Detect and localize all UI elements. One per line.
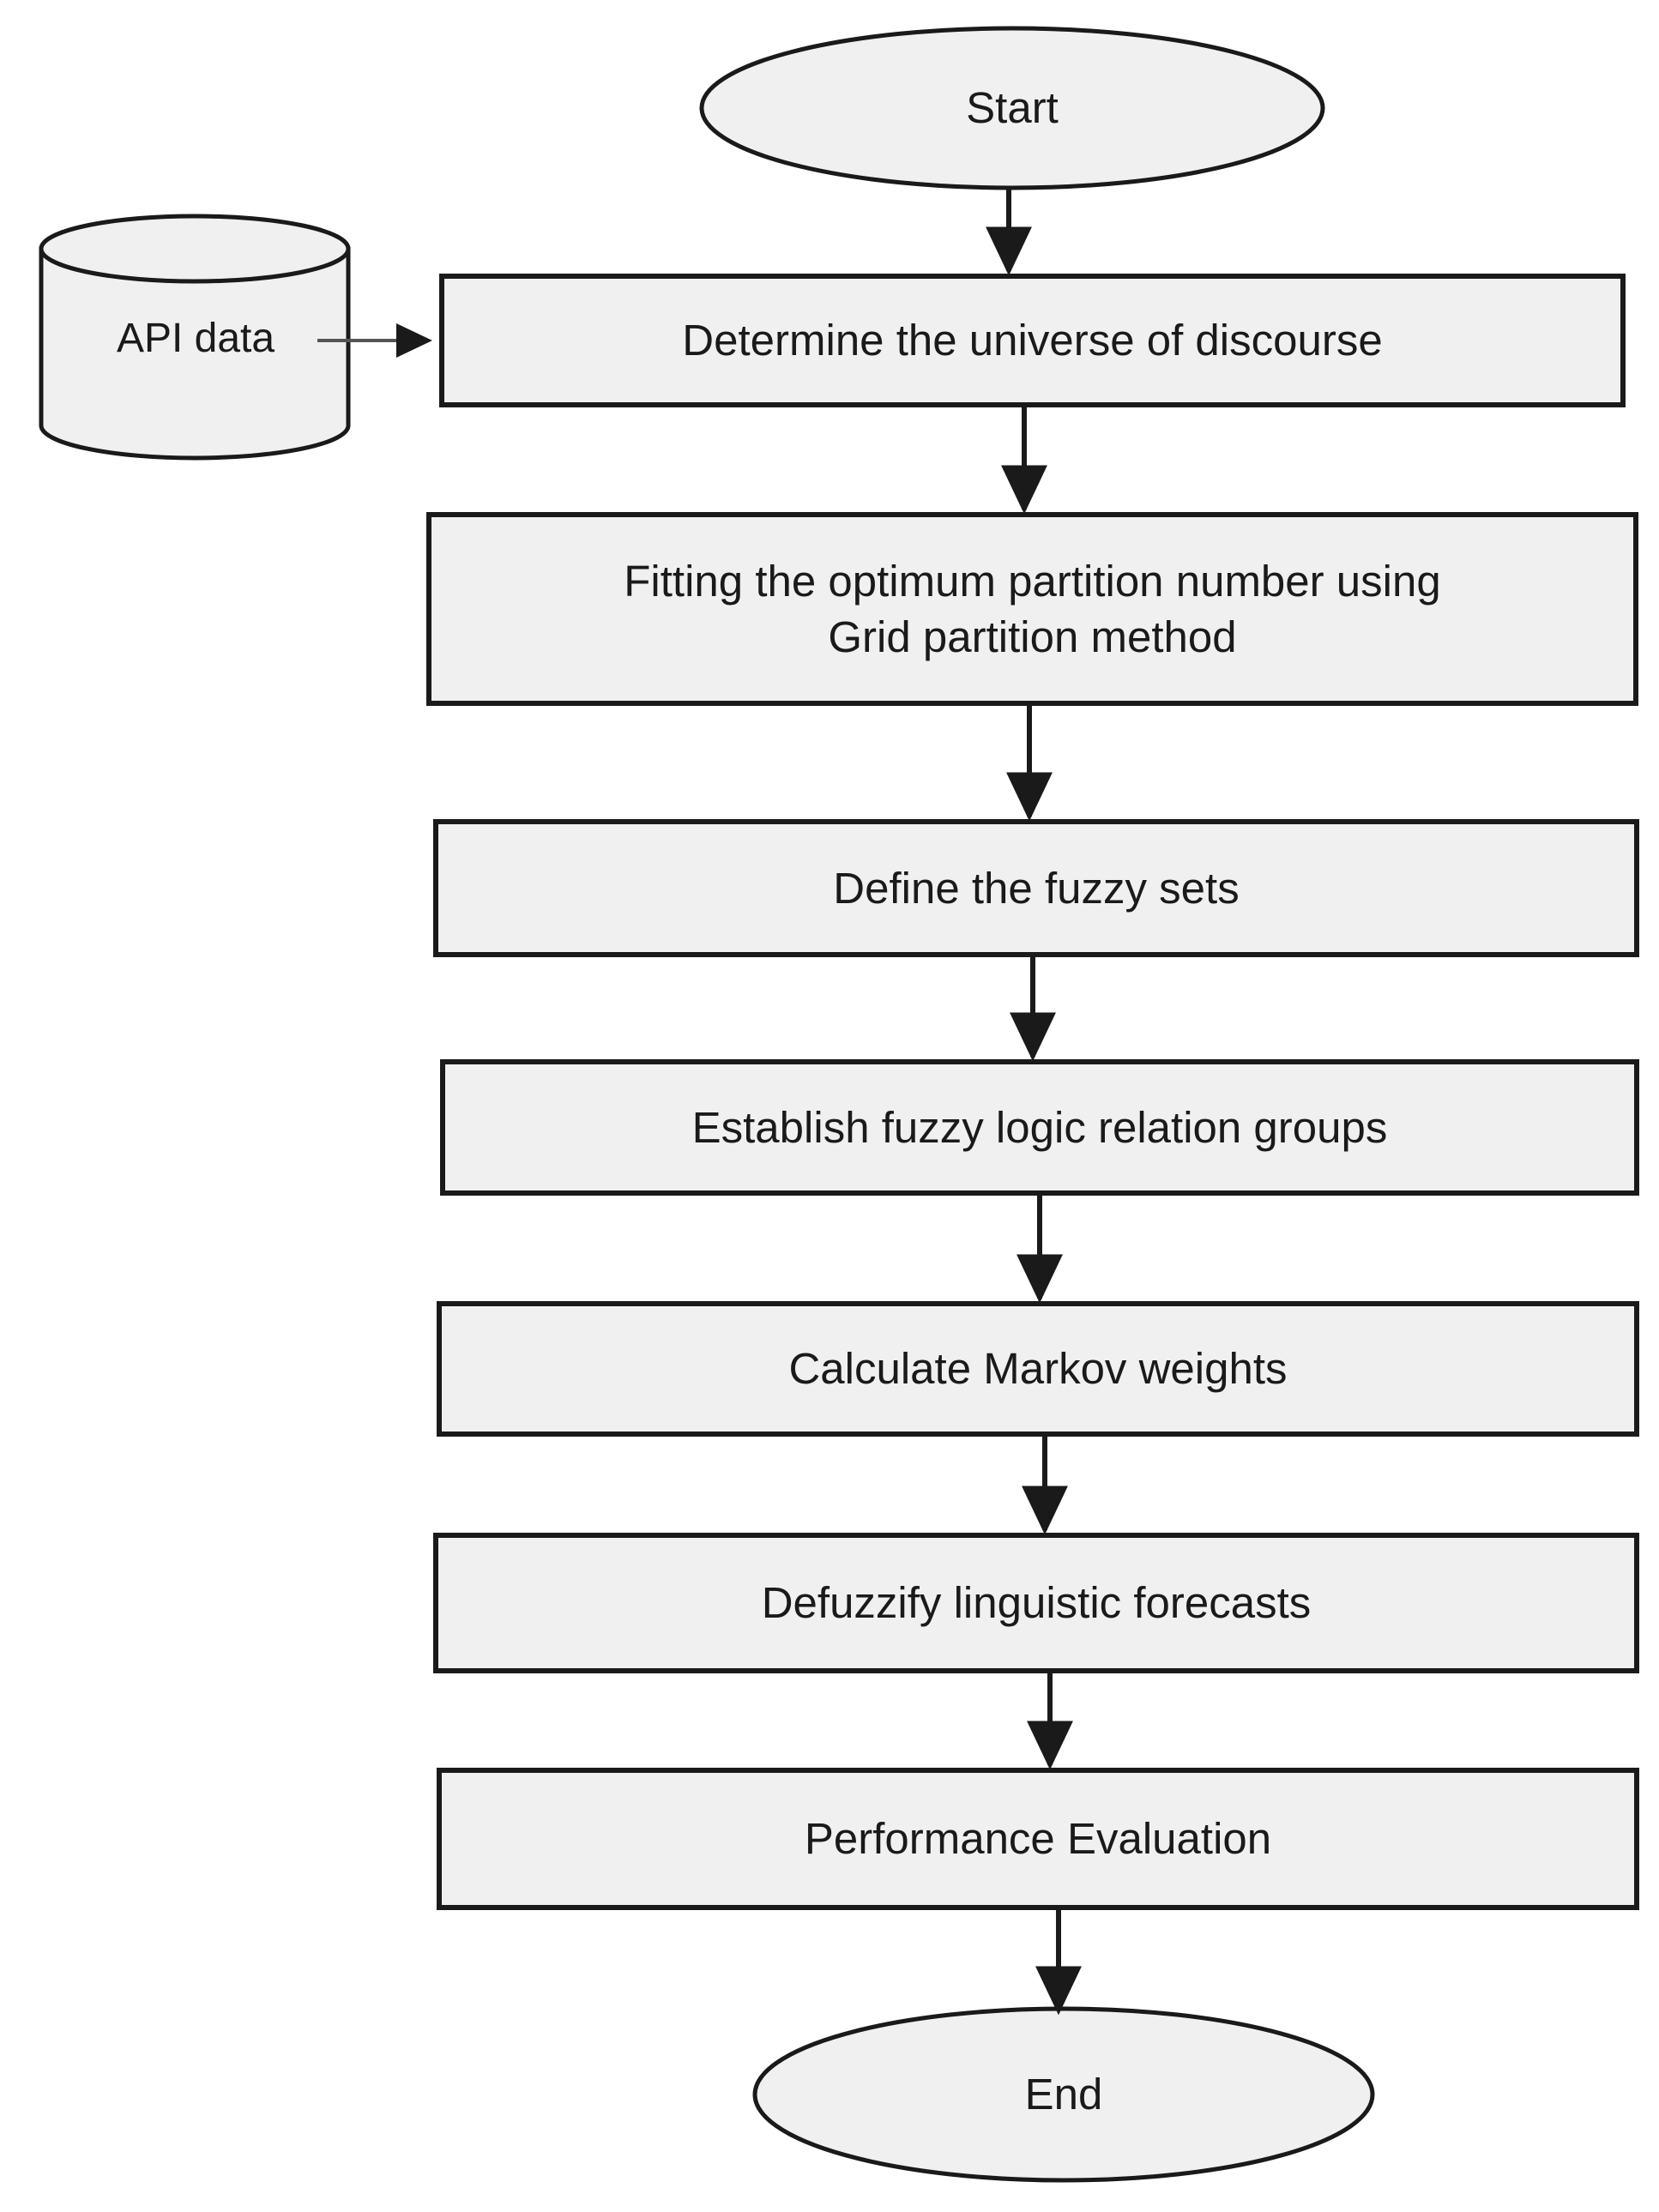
node-step7[interactable] xyxy=(437,1768,1639,1910)
node-step1[interactable] xyxy=(439,274,1626,407)
node-step6[interactable] xyxy=(433,1533,1639,1673)
node-step2[interactable] xyxy=(426,512,1638,706)
node-step3[interactable] xyxy=(433,819,1639,957)
node-step5[interactable] xyxy=(437,1301,1639,1437)
node-start[interactable] xyxy=(699,26,1325,190)
node-api-data[interactable] xyxy=(39,214,351,461)
node-step4[interactable] xyxy=(440,1059,1639,1196)
node-end[interactable] xyxy=(752,2006,1375,2183)
